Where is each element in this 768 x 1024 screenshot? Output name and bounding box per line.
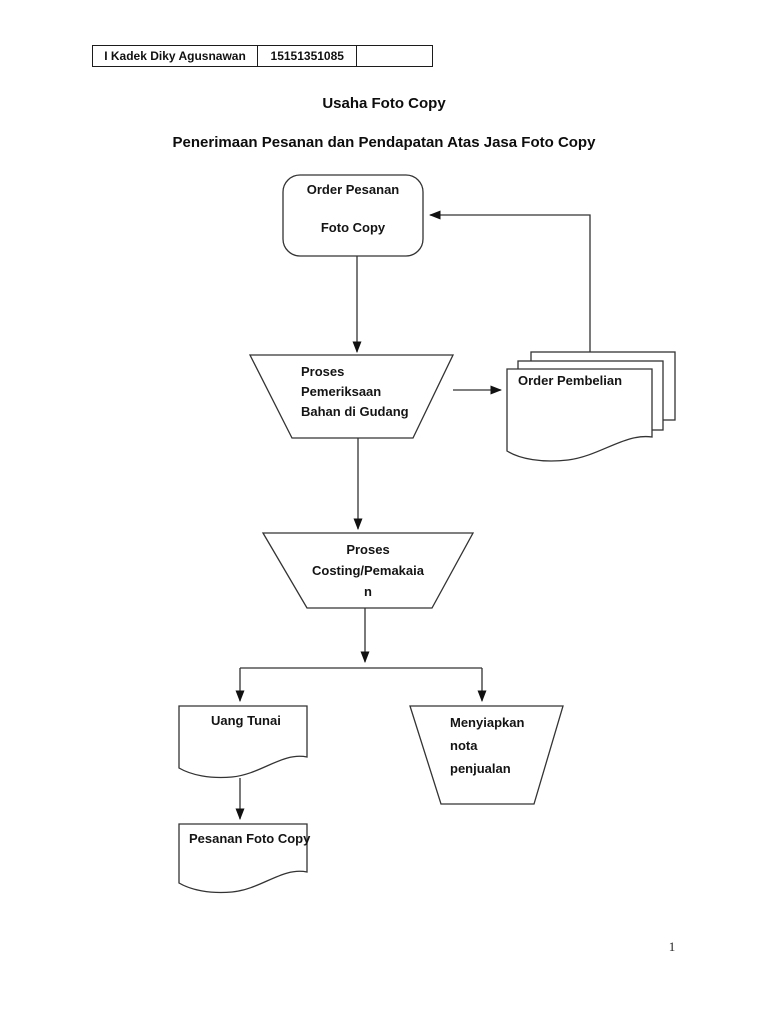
menyiapkan-nota-node — [409, 705, 564, 805]
page-subtitle: Penerimaan Pesanan dan Pendapatan Atas J… — [172, 134, 596, 151]
proses-costing-label: Proses Costing/Pemakaia n — [268, 539, 468, 602]
menyiapkan-nota-line3: penjualan — [450, 761, 511, 776]
proses-costing-line1: Proses — [346, 542, 390, 557]
order-pesanan-node — [282, 174, 424, 257]
menyiapkan-nota-label: Menyiapkan nota penjualan — [450, 711, 524, 780]
arrow-pembelian-to-order — [428, 210, 591, 352]
proses-pemeriksaan-line2: Pemeriksaan — [301, 384, 382, 399]
order-pembelian-label: Order Pembelian — [518, 373, 623, 388]
student-name-cell: I Kadek Diky Agusnawan — [104, 49, 246, 63]
uang-tunai-label: Uang Tunai — [211, 713, 281, 728]
student-id-cell: 15151351085 — [257, 46, 356, 66]
menyiapkan-nota-line1: Menyiapkan — [450, 715, 525, 730]
document-front-sheet — [506, 368, 653, 462]
pesanan-foto-copy-label: Pesanan Foto Copy — [189, 831, 311, 846]
empty-cell — [356, 46, 432, 66]
pesanan-foto-copy-node — [178, 823, 308, 894]
proses-costing-node — [261, 532, 475, 609]
header-table: I Kadek Diky Agusnawan 15151351085 — [92, 45, 433, 67]
order-pesanan-label-line1: Order Pesanan — [306, 182, 400, 197]
uang-tunai-node — [178, 705, 308, 779]
page-number: 1 — [668, 939, 676, 954]
proses-pemeriksaan-line1: Proses — [301, 364, 345, 379]
menyiapkan-nota-line2: nota — [450, 738, 478, 753]
proses-costing-line2: Costing/Pemakaia — [312, 563, 424, 578]
proses-pemeriksaan-line3: Bahan di Gudang — [301, 404, 409, 419]
page-title: Usaha Foto Copy — [322, 95, 446, 112]
order-pembelian-node — [506, 351, 676, 462]
proses-costing-line3: n — [364, 584, 372, 599]
order-pesanan-label-line2: Foto Copy — [320, 220, 386, 235]
proses-pemeriksaan-label: Proses Pemeriksaan Bahan di Gudang — [301, 362, 409, 422]
proses-pemeriksaan-node — [248, 354, 455, 439]
